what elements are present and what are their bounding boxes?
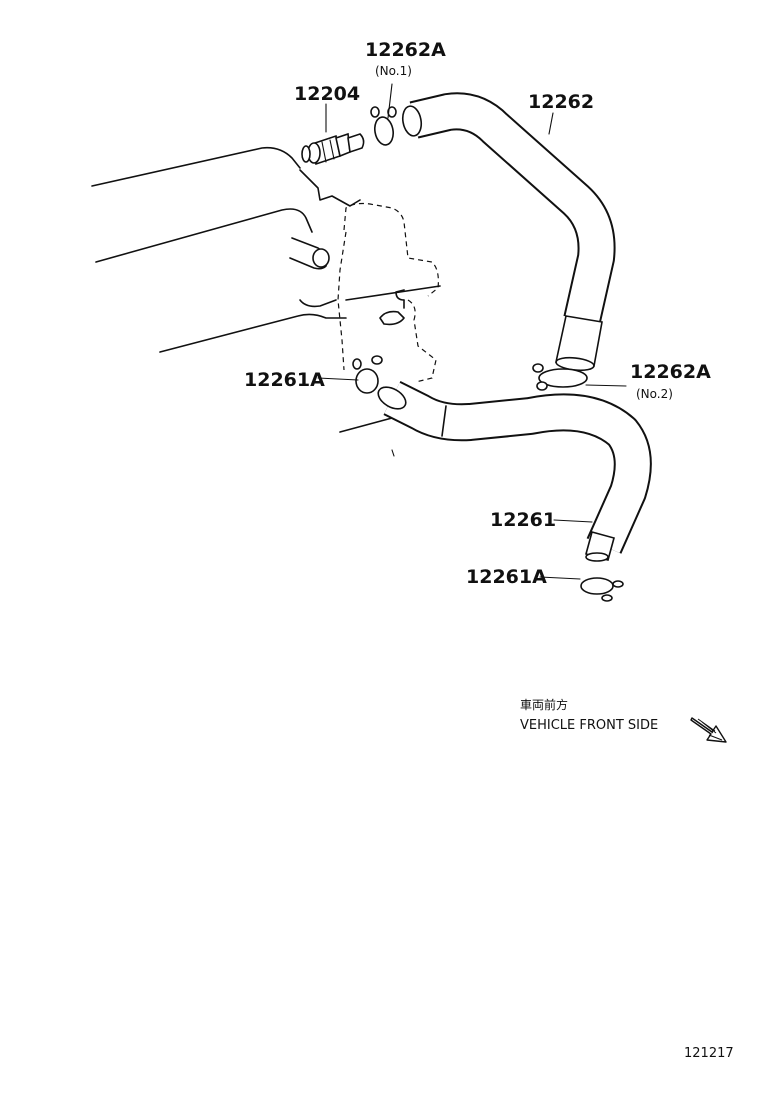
direction-arrow-icon: [690, 717, 727, 743]
direction-note-english: VEHICLE FRONT SIDE: [520, 718, 658, 733]
clip-12262A-no2: [532, 363, 588, 391]
clip-12262A-no1: [370, 106, 397, 146]
label-12261A-lower: 12261A: [466, 566, 547, 588]
hose-12261: [377, 381, 652, 562]
direction-note-japanese: 車両前方: [520, 697, 568, 712]
label-12262A-no2: 12262A: [630, 361, 711, 383]
label-12262: 12262: [528, 91, 594, 113]
label-12262A-no2-sub: (No.2): [636, 387, 673, 401]
engine-head-outline: [91, 146, 441, 433]
label-12261: 12261: [490, 509, 556, 531]
label-12204: 12204: [294, 83, 360, 105]
clip-12261A-upper: [352, 355, 383, 394]
hose-12262: [401, 92, 616, 372]
head-nipple: [289, 237, 330, 270]
outlet-housing: [337, 202, 439, 457]
leader-lines: [317, 83, 627, 580]
label-12262A-no1-sub: (No.1): [375, 64, 412, 78]
clip-12261A-lower: [580, 577, 624, 602]
reference-code: 121217: [684, 1046, 734, 1061]
label-12262A-no1: 12262A: [365, 39, 446, 61]
label-12261A-upper: 12261A: [244, 369, 325, 391]
sensor-12204: [301, 132, 365, 166]
